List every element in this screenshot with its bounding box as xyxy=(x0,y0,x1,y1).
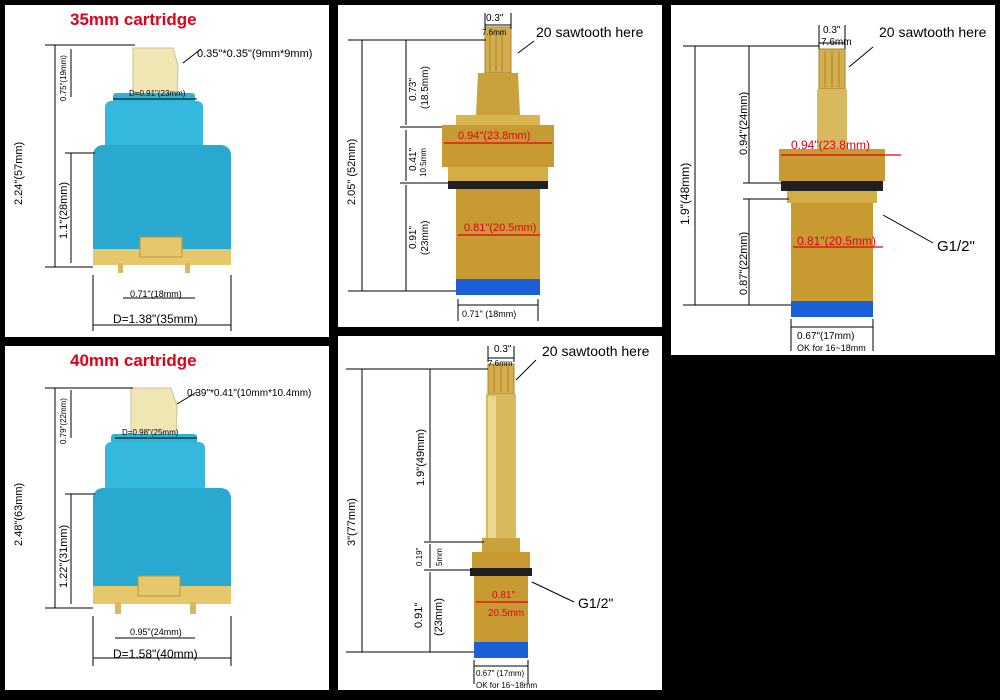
stem-size-label: 0.39"*0.41"(10mm*10.4mm) xyxy=(187,388,311,399)
upper-height-label: 0.94"(24mm) xyxy=(738,92,750,155)
diagram-40mm: 40mm cartridge 0.39"*0.41"(10mm*10.4mm) … xyxy=(13,351,311,666)
upper-height-inch-label: 0.73" xyxy=(408,78,419,101)
diameter-label: D=1.38"(35mm) xyxy=(113,312,198,326)
fit-note-label: OK for 16~18mm xyxy=(476,681,537,690)
spline-inch-label: 0.3" xyxy=(823,25,841,36)
valve-52mm-image xyxy=(442,26,554,295)
body-height-label: 1.22"(31mm) xyxy=(58,525,70,588)
lower-height-inch-label: 0.91" xyxy=(413,603,425,628)
thread-type-label: G1/2" xyxy=(578,595,613,611)
total-height-label: 1.9"(48mm) xyxy=(678,163,692,225)
total-height-label: 3"(77mm) xyxy=(346,498,358,546)
diagram-valve-77mm: 0.3" 7.6mm 20 sawtooth here 3"(77mm) 1.9… xyxy=(346,343,650,690)
panel-valve-52mm: 0.3" 7.6mm 20 sawtooth here 2.05" (52mm)… xyxy=(338,5,662,327)
body-height-label: 1.1"(28mm) xyxy=(58,182,70,239)
panel-valve-77mm: 0.3" 7.6mm 20 sawtooth here 3"(77mm) 1.9… xyxy=(338,336,662,690)
panel-35mm-cartridge: 35mm cartridge 0.35"*0.35"(9mm*9mm) D=0.… xyxy=(5,5,329,337)
hex-height-inch-label: 0.19" xyxy=(415,547,424,566)
diameter-label: D=1.58"(40mm) xyxy=(113,647,198,661)
total-height-label: 2.48"(63mm) xyxy=(13,483,25,546)
base-width-label: 0.67"(17mm) xyxy=(797,331,854,342)
spline-mm-label: 7.6mm xyxy=(482,28,507,37)
diagram-valve-48mm: 0.3" 7.6mm 20 sawtooth here 1.9"(48mm) 0… xyxy=(678,24,987,353)
panel-title: 40mm cartridge xyxy=(70,351,197,370)
panel-valve-48mm: 0.3" 7.6mm 20 sawtooth here 1.9"(48mm) 0… xyxy=(671,5,995,355)
fit-note-label: OK for 16~18mm xyxy=(797,343,866,353)
spline-mm-label: 7.6mm xyxy=(488,359,513,368)
valve-48mm-image xyxy=(779,48,885,317)
lower-height-label: 0.87"(22mm) xyxy=(738,232,750,295)
upper-height-mm-label: (18.5mm) xyxy=(420,66,431,109)
neck-diameter-label: D=0.91"(23mm) xyxy=(129,89,186,98)
spline-mm-label: 7.6mm xyxy=(821,37,852,48)
base-width-label: 0.71" (18mm) xyxy=(462,309,516,319)
stem-height-label: 0.75"(19mm) xyxy=(59,55,68,101)
stem-height-label: 0.79"(22mm) xyxy=(59,398,68,444)
thread-type-label: G1/2" xyxy=(937,238,975,255)
lower-height-inch-label: 0.91" xyxy=(408,226,419,249)
foot-width-label: 0.71"(18mm) xyxy=(130,289,182,299)
cartridge-35mm-image xyxy=(93,47,231,273)
total-height-label: 2.24"(57mm) xyxy=(13,142,25,205)
stem-height-label: 1.9"(49mm) xyxy=(415,429,427,486)
panel-title: 35mm cartridge xyxy=(70,10,197,29)
thread-width-inch-label: 0.81" xyxy=(492,590,515,601)
neck-diameter-label: D=0.98"(25mm) xyxy=(122,428,179,437)
hex-height-inch-label: 0.41" xyxy=(408,148,419,171)
lower-height-mm-label: (23mm) xyxy=(420,221,431,255)
cartridge-40mm-image xyxy=(93,387,231,614)
lower-height-mm-label: (23mm) xyxy=(433,598,445,636)
thread-width-mm-label: 20.5mm xyxy=(488,608,524,619)
diagram-valve-52mm: 0.3" 7.6mm 20 sawtooth here 2.05" (52mm)… xyxy=(346,13,644,321)
panel-40mm-cartridge: 40mm cartridge 0.39"*0.41"(10mm*10.4mm) … xyxy=(5,346,329,690)
hex-width-label: 0.94"(23.8mm) xyxy=(791,138,870,152)
valve-77mm-image xyxy=(470,363,532,658)
foot-width-label: 0.95"(24mm) xyxy=(130,627,182,637)
thread-width-label: 0.81"(20.5mm) xyxy=(797,234,876,248)
spline-inch-label: 0.3" xyxy=(494,344,512,355)
sawtooth-label: 20 sawtooth here xyxy=(536,24,644,40)
base-width-label: 0.67" (17mm) xyxy=(476,669,525,678)
sawtooth-label: 20 sawtooth here xyxy=(879,24,987,40)
sawtooth-label: 20 sawtooth here xyxy=(542,343,650,359)
hex-height-mm-label: 5mm xyxy=(435,548,444,566)
thread-width-label: 0.81"(20.5mm) xyxy=(464,222,536,234)
diagram-35mm: 35mm cartridge 0.35"*0.35"(9mm*9mm) D=0.… xyxy=(13,10,312,331)
total-height-label: 2.05" (52mm) xyxy=(346,139,358,205)
hex-width-label: 0.94"(23.8mm) xyxy=(458,130,530,142)
hex-height-mm-label: 10.5mm xyxy=(419,148,428,177)
spline-inch-label: 0.3" xyxy=(486,13,504,24)
stem-size-label: 0.35"*0.35"(9mm*9mm) xyxy=(197,48,312,60)
